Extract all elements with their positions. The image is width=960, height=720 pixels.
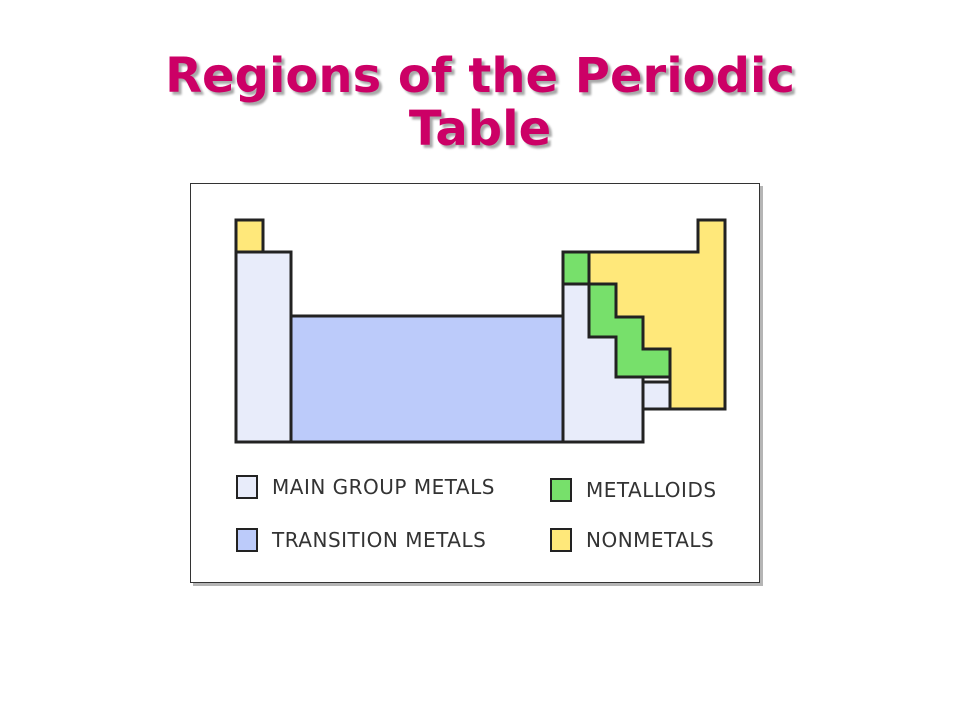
legend-swatch-nonmetals [550, 528, 572, 552]
periodic-table-diagram [234, 218, 727, 444]
region-nonmetal-hydrogen [234, 218, 265, 254]
legend-label-main-group: MAIN GROUP METALS [272, 475, 495, 499]
slide-title: Regions of the Periodic Table [0, 50, 960, 156]
region-transition-metals [289, 314, 565, 444]
legend-item-transition: TRANSITION METALS [236, 528, 486, 552]
region-main-group-left [234, 250, 293, 444]
legend-item-metalloids: METALLOIDS [550, 478, 717, 502]
periodic-table-figure: MAIN GROUP METALS TRANSITION METALS META… [190, 183, 760, 583]
region-metalloids [561, 250, 672, 379]
legend-swatch-transition [236, 528, 258, 552]
title-line-2: Table [408, 100, 552, 157]
legend-item-nonmetals: NONMETALS [550, 528, 714, 552]
legend-swatch-metalloids [550, 478, 572, 502]
title-line-1: Regions of the Periodic [165, 48, 795, 104]
legend-swatch-main-group [236, 475, 258, 499]
legend-label-transition: TRANSITION METALS [272, 528, 487, 552]
legend-label-metalloids: METALLOIDS [586, 478, 717, 502]
legend-label-nonmetals: NONMETALS [586, 528, 715, 552]
legend-item-main-group: MAIN GROUP METALS [236, 475, 495, 499]
